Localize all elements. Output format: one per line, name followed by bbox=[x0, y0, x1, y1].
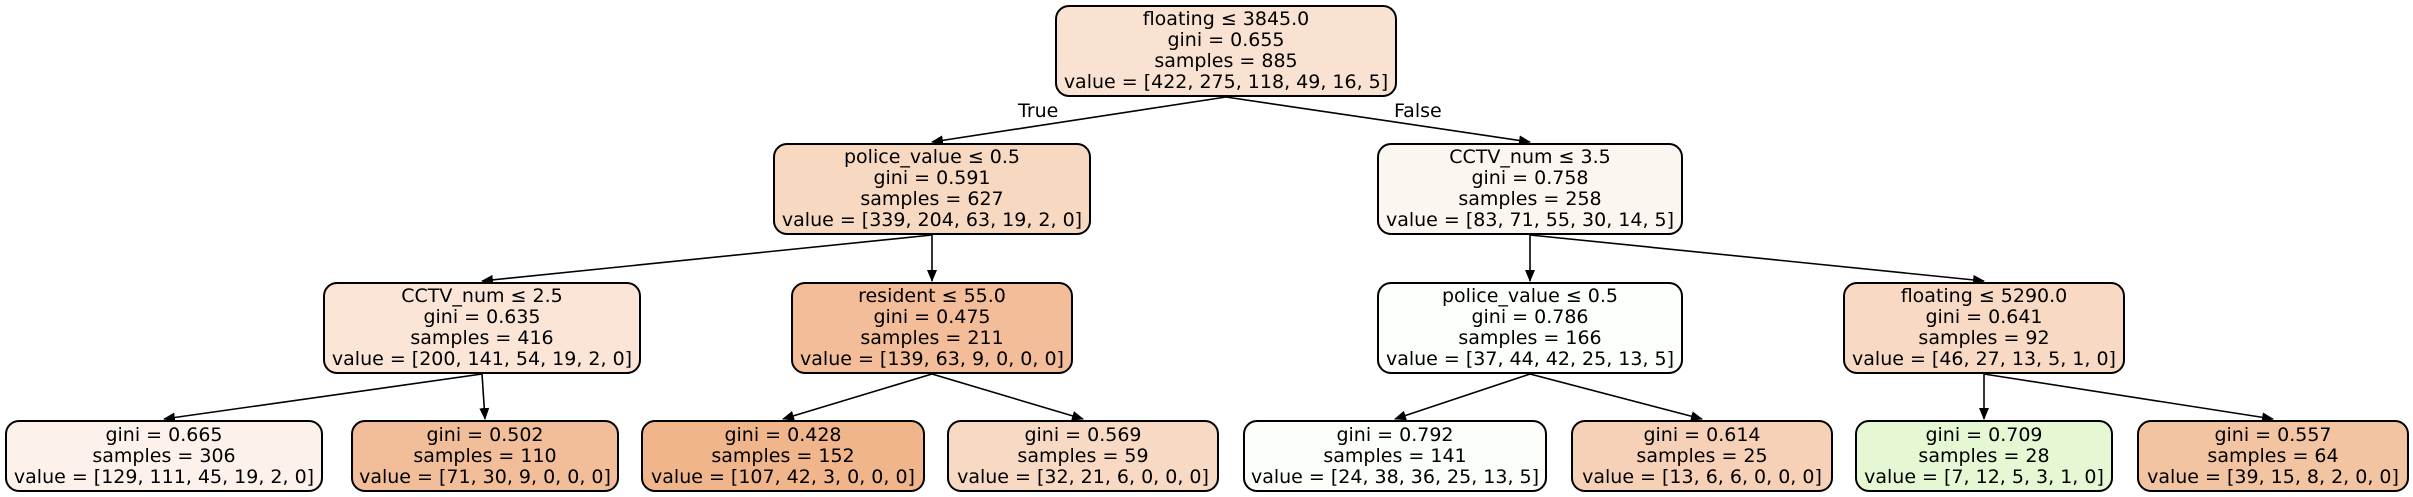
tree-edge-n4-n9 bbox=[782, 373, 933, 421]
node-line: samples = 166 bbox=[1458, 327, 1602, 349]
node-line: value = [129, 111, 45, 19, 2, 0] bbox=[13, 465, 315, 488]
node-line: CCTV_num ≤ 2.5 bbox=[401, 285, 563, 307]
node-line: gini = 0.614 bbox=[1643, 423, 1761, 446]
node-line: value = [71, 30, 9, 0, 0, 0] bbox=[359, 465, 611, 488]
tree-edge-n4-n10 bbox=[931, 373, 1084, 421]
tree-edge-n0-n2 bbox=[1225, 96, 1531, 146]
node-line: value = [107, 42, 3, 0, 0, 0] bbox=[651, 465, 915, 488]
node-line: value = [83, 71, 55, 30, 14, 5] bbox=[1385, 209, 1675, 231]
tree-edge-n0-n1 bbox=[931, 96, 1227, 146]
edge-label-true: True bbox=[1018, 100, 1059, 122]
node-line: gini = 0.591 bbox=[873, 167, 991, 189]
node-line: gini = 0.569 bbox=[1024, 423, 1142, 446]
node-line: value = [39, 15, 8, 2, 0, 0] bbox=[2147, 465, 2399, 488]
node-line: samples = 306 bbox=[92, 444, 236, 467]
node-line: gini = 0.557 bbox=[2214, 423, 2332, 446]
edge-label-false: False bbox=[1394, 100, 1442, 122]
node-line: samples = 64 bbox=[2207, 444, 2339, 467]
node-line: value = [200, 141, 54, 19, 2, 0] bbox=[331, 348, 633, 370]
tree-edge-n2-n6 bbox=[1529, 234, 1985, 285]
node-line: value = [24, 38, 36, 25, 13, 5] bbox=[1250, 465, 1540, 488]
node-line: samples = 627 bbox=[860, 188, 1004, 210]
node-line: resident ≤ 55.0 bbox=[858, 285, 1006, 307]
node-line: samples = 28 bbox=[1918, 444, 2050, 467]
node-line: value = [139, 63, 9, 0, 0, 0] bbox=[800, 348, 1064, 370]
node-line: gini = 0.792 bbox=[1336, 423, 1454, 446]
node-line: samples = 141 bbox=[1323, 444, 1467, 467]
node-line: samples = 110 bbox=[413, 444, 557, 467]
tree-edge-n1-n3 bbox=[481, 234, 933, 285]
node-line: value = [7, 12, 5, 3, 1, 0] bbox=[1864, 465, 2104, 488]
node-line: samples = 885 bbox=[1154, 50, 1298, 72]
node-line: samples = 258 bbox=[1458, 188, 1602, 210]
node-line: gini = 0.502 bbox=[426, 423, 544, 446]
node-line: gini = 0.709 bbox=[1925, 423, 2043, 446]
node-line: samples = 25 bbox=[1636, 444, 1768, 467]
node-line: gini = 0.475 bbox=[873, 306, 991, 328]
node-line: gini = 0.665 bbox=[105, 423, 223, 446]
node-line: samples = 92 bbox=[1918, 327, 2050, 349]
node-line: floating ≤ 5290.0 bbox=[1900, 285, 2068, 307]
node-line: samples = 152 bbox=[711, 444, 855, 467]
node-line: value = [13, 6, 6, 0, 0, 0] bbox=[1582, 465, 1822, 488]
node-line: gini = 0.641 bbox=[1925, 306, 2043, 328]
tree-edge-n6-n14 bbox=[1983, 373, 2274, 423]
tree-edge-n3-n7 bbox=[163, 373, 483, 423]
node-line: value = [46, 27, 13, 5, 1, 0] bbox=[1852, 348, 2116, 370]
node-line: value = [37, 44, 42, 25, 13, 5] bbox=[1385, 348, 1675, 370]
node-line: gini = 0.786 bbox=[1471, 306, 1589, 328]
node-line: gini = 0.635 bbox=[423, 306, 541, 328]
node-line: gini = 0.655 bbox=[1167, 29, 1285, 51]
node-line: floating ≤ 3845.0 bbox=[1142, 8, 1310, 30]
node-line: police_value ≤ 0.5 bbox=[1442, 285, 1618, 307]
node-line: gini = 0.428 bbox=[724, 423, 842, 446]
tree-edge-n3-n8 bbox=[479, 373, 490, 420]
node-line: samples = 416 bbox=[410, 327, 554, 349]
node-line: CCTV_num ≤ 3.5 bbox=[1449, 146, 1611, 168]
node-line: gini = 0.758 bbox=[1471, 167, 1589, 189]
node-line: value = [422, 275, 118, 49, 16, 5] bbox=[1063, 71, 1389, 93]
node-line: police_value ≤ 0.5 bbox=[844, 146, 1020, 168]
node-line: samples = 59 bbox=[1017, 444, 1149, 467]
node-line: samples = 211 bbox=[860, 327, 1004, 349]
tree-edge-n5-n11 bbox=[1394, 373, 1531, 421]
node-line: value = [32, 21, 6, 0, 0, 0] bbox=[957, 465, 1209, 488]
tree-edge-n5-n12 bbox=[1529, 373, 1703, 422]
node-line: value = [339, 204, 63, 19, 2, 0] bbox=[781, 209, 1083, 231]
